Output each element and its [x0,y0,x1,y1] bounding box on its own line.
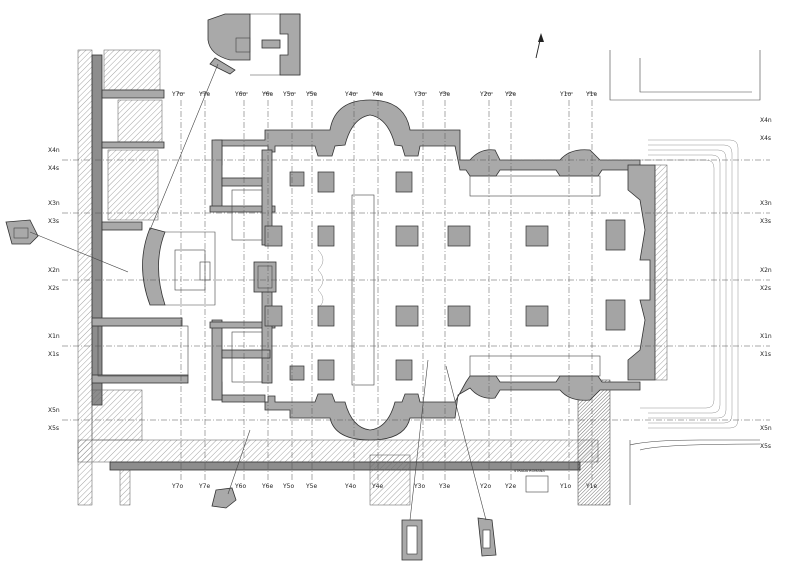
axis-x1s-left: X1s [48,351,59,358]
axis-y1e-top: Y1e [585,91,597,98]
axis-labels-bottom: Y7o Y7e Y6o Y6e Y5o Y5e Y4o Y4e Y3o Y3e … [171,483,597,490]
axis-y3e-bottom: Y3e [438,483,450,490]
axis-x5n-left: X5n [48,407,60,414]
axis-y7e-top: Y7e [198,91,210,98]
axis-x5s-right: X5s [760,443,771,450]
axis-y3e-top: Y3e [438,91,450,98]
axis-x2n-left: X2n [48,267,60,274]
axis-x4n-left: X4n [48,147,60,154]
axis-y2e-top: Y2e [504,91,516,98]
axis-y1o-top: Y1o [559,91,571,98]
left-boundary-zone [77,49,189,506]
axis-y4e-bottom: Y4e [371,483,383,490]
axis-y6o-bottom: Y6o [234,483,246,490]
axis-labels-top: Y7o Y7e Y6o Y6e Y5o Y5e Y4o Y4e Y3o Y3e … [171,91,597,98]
axis-y4o-bottom: Y4o [344,483,356,490]
axis-y3o-top: Y3o [413,91,425,98]
axis-x2n-right: X2n [760,267,772,274]
axis-x4n-right: X4n [760,117,772,124]
road-note-box: STRADA ROMANA [514,469,549,493]
axis-x3s-right: X3s [760,218,771,225]
axis-y2o-top: Y2o [479,91,491,98]
axis-y4o-top: Y4o [344,91,356,98]
axis-y5e-bottom: Y5e [305,483,317,490]
inset-bottom-2 [401,519,423,561]
inset-bottom-1 [211,487,237,509]
axis-x3n-right: X3n [760,200,772,207]
axis-x3s-left: X3s [48,218,59,225]
axis-y1o-bottom: Y1o [559,483,571,490]
axis-y6e-bottom: Y6e [261,483,273,490]
right-terrace [609,50,761,505]
west-apse [142,227,277,306]
axis-y2e-bottom: Y2e [504,483,516,490]
church-main-body [209,99,668,441]
axis-y5e-top: Y5e [305,91,317,98]
axis-labels-left: X4n X4s X3n X3s X2n X2s X1n X1s X5n X5s [48,147,60,432]
axis-x1n-right: X1n [760,333,772,340]
road-note-label: STRADA ROMANA [514,469,545,473]
axis-y6e-top: Y6e [261,91,273,98]
axis-x1s-right: X1s [760,351,771,358]
axis-x5s-left: X5s [48,425,59,432]
axis-y4e-top: Y4e [371,91,383,98]
axis-y5o-bottom: Y5o [282,483,294,490]
axis-y6o-top: Y6o [234,91,246,98]
bottom-strip [77,379,611,506]
axis-x2s-left: X2s [48,285,59,292]
axis-y7o-bottom: Y7o [171,483,183,490]
inset-crypt-top [207,13,301,76]
inset-bottom-3 [477,517,497,557]
axis-x2s-right: X2s [760,285,771,292]
axis-y5o-top: Y5o [282,91,294,98]
axis-y1e-bottom: Y1e [585,483,597,490]
axis-y7o-top: Y7o [171,91,183,98]
leader-lines [29,63,487,521]
axis-y2o-bottom: Y2o [479,483,491,490]
axis-x4s-right: X4s [760,135,771,142]
axis-x3n-left: X3n [48,200,60,207]
north-arrow-icon [535,33,544,59]
axis-x4s-left: X4s [48,165,59,172]
axis-y7e-bottom: Y7e [198,483,210,490]
inset-left [5,219,39,245]
axis-y3o-bottom: Y3o [413,483,425,490]
nave-strip [317,194,375,386]
axis-labels-right: X4n X4s X3n X3s X2n X2s X1n X1s X5n X5s [760,117,772,450]
nave-piers [264,171,626,381]
axis-x1n-left: X1n [48,333,60,340]
grid-axes [62,92,770,480]
axis-x5n-right: X5n [760,425,772,432]
